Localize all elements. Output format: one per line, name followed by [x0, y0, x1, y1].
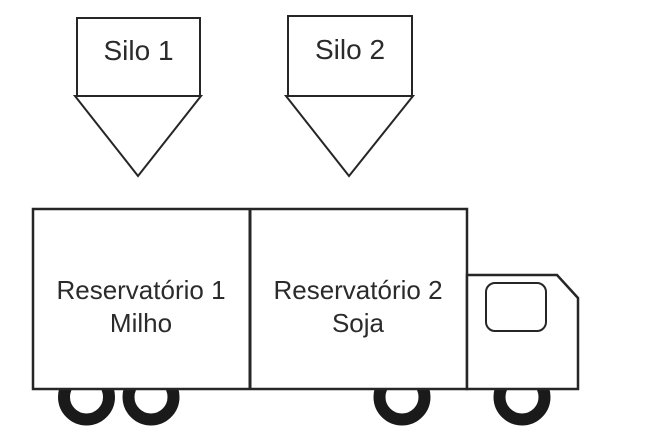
silo-1-funnel	[72, 95, 204, 178]
silo-1-label: Silo 1	[103, 35, 173, 66]
silo-2-label: Silo 2	[315, 34, 385, 65]
compartment-2-content: Soja	[332, 308, 385, 338]
compartment-1-title: Reservatório 1	[56, 275, 225, 305]
compartment-2-title: Reservatório 2	[273, 275, 442, 305]
silo-2: Silo 2	[283, 15, 416, 178]
compartment-2-labels: Reservatório 2 Soja	[273, 275, 442, 338]
silo-1: Silo 1	[72, 17, 204, 178]
compartment-1-labels: Reservatório 1 Milho	[56, 275, 225, 338]
silo-2-body	[287, 15, 413, 97]
silo-2-funnel	[283, 95, 416, 178]
compartment-1-content: Milho	[110, 308, 172, 338]
silo-1-body	[76, 17, 201, 97]
cab-window	[485, 282, 547, 332]
